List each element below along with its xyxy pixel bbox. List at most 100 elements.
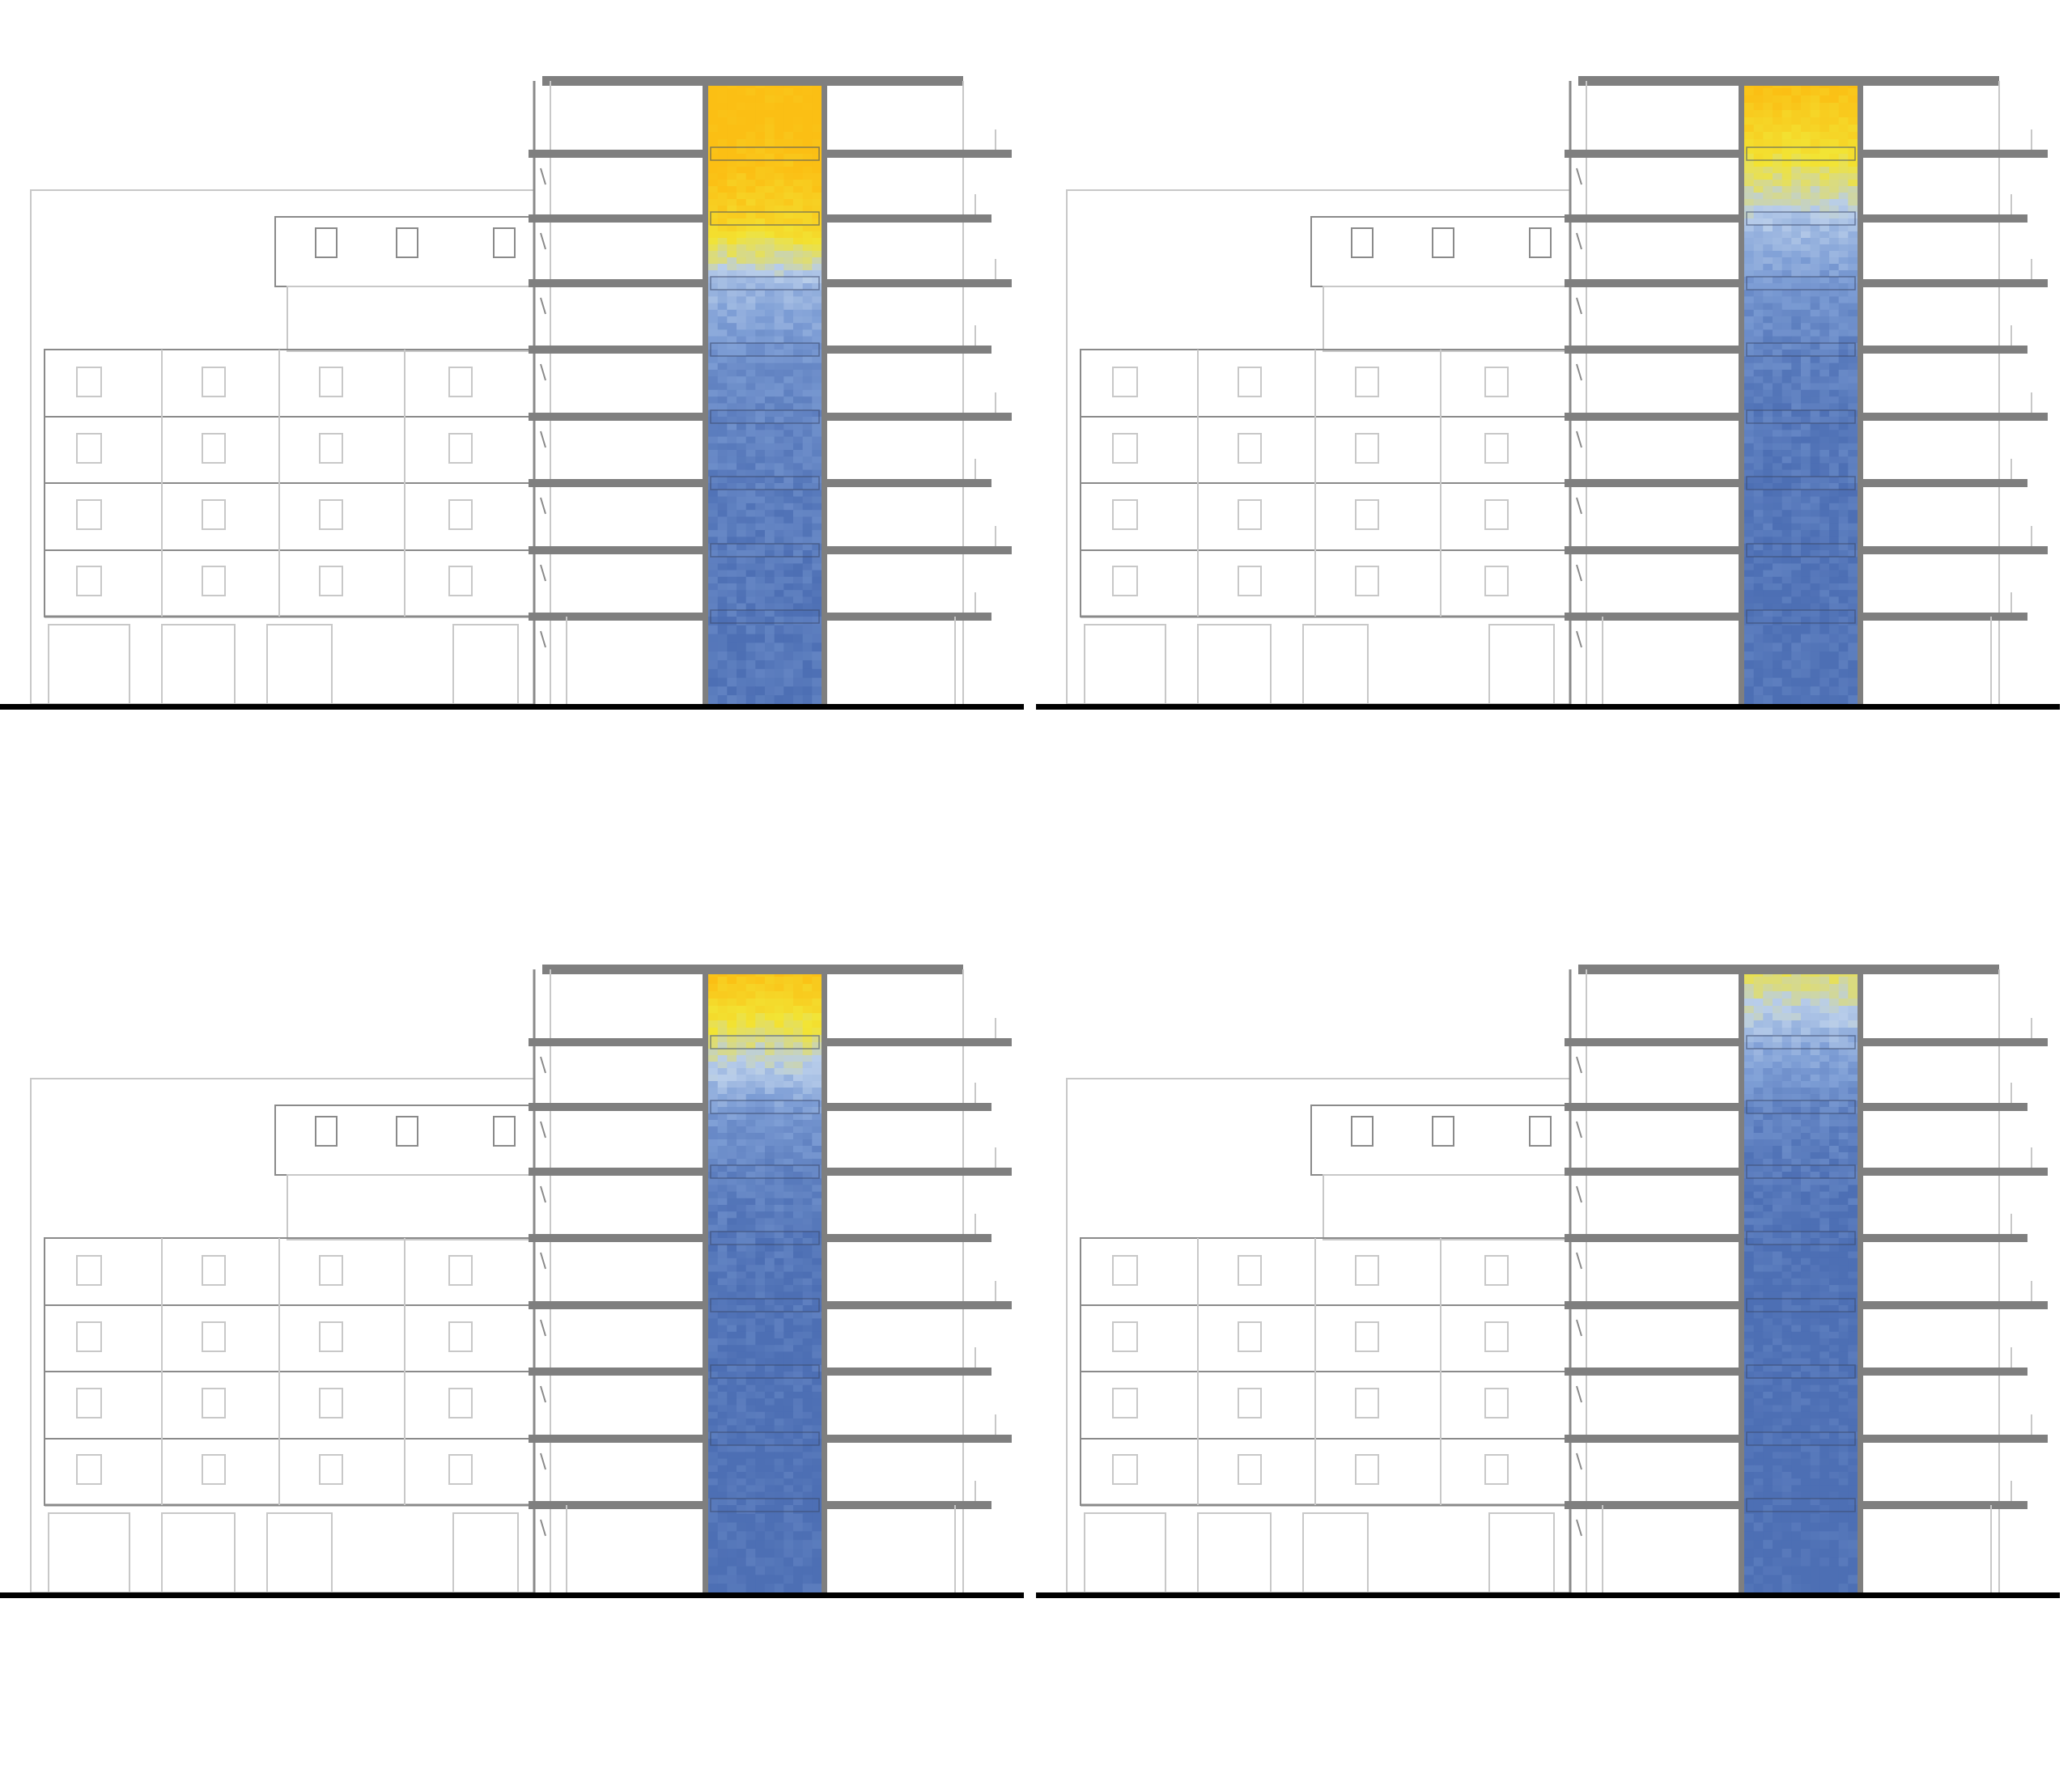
smoke-cell [1810, 583, 1820, 591]
smoke-cell [774, 1522, 784, 1532]
smoke-cell [1791, 350, 1802, 357]
smoke-cell [1744, 1338, 1755, 1346]
smoke-cell [1801, 1364, 1811, 1372]
smoke-cell [708, 563, 719, 571]
smoke-cell [1791, 173, 1802, 180]
window [1484, 1454, 1509, 1485]
smoke-cell [812, 1055, 822, 1062]
smoke-cell [717, 1100, 728, 1108]
smoke-cell [802, 1513, 813, 1524]
smoke-cell [1819, 1305, 1830, 1312]
smoke-cell [1744, 463, 1755, 471]
smoke-cell [1819, 1159, 1830, 1166]
smoke-cell [1763, 1088, 1773, 1095]
smoke-cell [812, 1472, 822, 1479]
stair-landing [1746, 1364, 1856, 1379]
smoke-cell [755, 1498, 766, 1506]
smoke-cell [717, 1198, 728, 1206]
smoke-cell [1801, 1020, 1811, 1028]
smoke-cell [1753, 238, 1764, 245]
smoke-cell [1848, 1257, 1858, 1266]
smoke-cell [717, 1531, 728, 1541]
smoke-cell [1801, 1391, 1811, 1399]
smoke-cell [727, 1257, 737, 1266]
smoke-cell [765, 516, 775, 524]
smoke-cell [1753, 617, 1764, 626]
smoke-cell [1791, 1198, 1802, 1206]
smoke-cell [783, 1318, 794, 1326]
smoke-cell [1819, 409, 1830, 418]
smoke-cell [745, 1522, 756, 1532]
smoke-cell [1791, 1458, 1802, 1466]
window [396, 1116, 418, 1147]
smoke-cell [745, 1425, 756, 1433]
smoke-cell [755, 1513, 766, 1524]
smoke-cell [737, 1378, 747, 1386]
smoke-cell [727, 1445, 737, 1452]
smoke-cell [745, 199, 756, 206]
smoke-cell [1810, 596, 1820, 604]
smoke-cell [1763, 1405, 1773, 1413]
smoke-cell [1791, 1485, 1802, 1493]
smoke-cell [1810, 244, 1820, 252]
smoke-cell [1848, 1540, 1858, 1550]
smoke-cell [1791, 1075, 1802, 1082]
smoke-cell [1848, 283, 1858, 290]
smoke-cell [1781, 1100, 1792, 1108]
smoke-cell [717, 1245, 728, 1253]
smoke-cell [1781, 1146, 1792, 1153]
smoke-cell [765, 244, 775, 252]
smoke-cell [1781, 173, 1792, 180]
smoke-cell [1810, 483, 1820, 490]
smoke-cell [812, 1068, 822, 1075]
smoke-cell [1829, 1485, 1840, 1493]
smoke-cell [802, 316, 813, 324]
smoke-cell [1773, 1191, 1783, 1199]
smoke-cell [727, 1491, 737, 1499]
smoke-cell [1791, 977, 1802, 985]
smoke-cell [717, 283, 728, 290]
smoke-cell [1838, 1251, 1849, 1259]
smoke-cell [783, 583, 794, 591]
smoke-cell [783, 1120, 794, 1127]
smoke-cell [774, 456, 784, 464]
smoke-cell [1773, 1100, 1783, 1108]
smoke-cell [1848, 1042, 1858, 1050]
smoke-cell [1773, 1505, 1783, 1515]
smoke-cell [774, 218, 784, 226]
smoke-cell [1810, 436, 1820, 444]
smoke-cell [1781, 1478, 1792, 1486]
smoke-cell [1753, 483, 1764, 490]
smoke-cell [1848, 1318, 1858, 1326]
smoke-cell [1819, 1513, 1830, 1524]
smoke-cell [1763, 218, 1773, 226]
smoke-cell [1829, 490, 1840, 498]
smoke-cell [1753, 557, 1764, 564]
smoke-cell [774, 231, 784, 239]
smoke-cell [793, 1146, 804, 1153]
smoke-cell [1838, 264, 1849, 271]
smoke-cell [1744, 1165, 1755, 1172]
smoke-cell [1829, 1331, 1840, 1339]
smoke-cell [1744, 1100, 1755, 1108]
facade-window-mark [1576, 1056, 1582, 1074]
smoke-cell [745, 1575, 756, 1584]
smoke-cell [727, 1055, 737, 1062]
smoke-cell [1848, 677, 1858, 687]
facade-window-mark [1576, 232, 1582, 250]
smoke-cell [745, 1298, 756, 1306]
building-section-svg [1036, 76, 2060, 710]
smoke-cell [1763, 1146, 1773, 1153]
smoke-cell [783, 1139, 794, 1147]
smoke-cell [1848, 1452, 1858, 1460]
smoke-cell [793, 1120, 804, 1127]
smoke-cell [1848, 231, 1858, 239]
smoke-cell [737, 309, 747, 317]
smoke-cell [1829, 1245, 1840, 1253]
smoke-cell [793, 1020, 804, 1028]
smoke-cell [793, 369, 804, 377]
smoke-cell [1810, 536, 1820, 545]
smoke-cell [1791, 193, 1802, 200]
floor-slab-left [1565, 613, 1744, 621]
smoke-cell [737, 1278, 747, 1286]
